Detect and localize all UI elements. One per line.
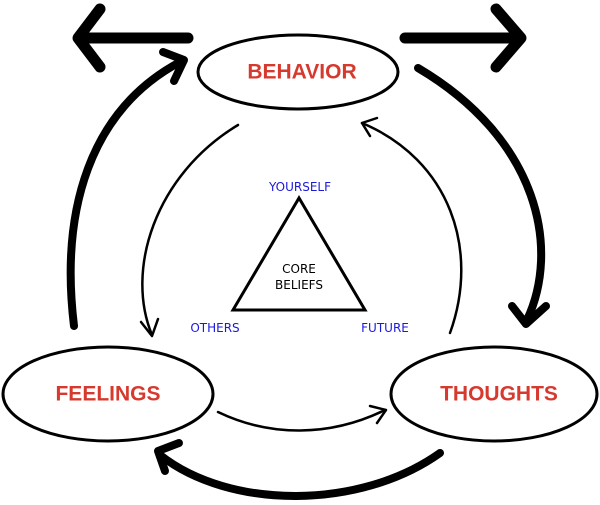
behavior-label: BEHAVIOR — [247, 61, 356, 84]
core-label-line1: CORE — [282, 262, 316, 276]
behavior-node: BEHAVIOR — [196, 33, 400, 111]
feelings-label: FEELINGS — [55, 383, 160, 406]
thoughts-node: THOUGHTS — [389, 345, 599, 443]
thoughts-label: THOUGHTS — [440, 383, 558, 406]
right-outward-arrow — [399, 3, 527, 73]
vertex-label-others: OTHERS — [190, 321, 239, 335]
core-label-line2: BELIEFS — [275, 278, 323, 292]
vertex-label-yourself: YOURSELF — [268, 180, 331, 194]
inner-arrow-feelings-to-thoughts — [216, 404, 388, 432]
vertex-label-future: FUTURE — [361, 321, 409, 335]
inner-arrow-thoughts-to-behavior — [360, 116, 463, 335]
left-outward-arrow — [72, 3, 194, 73]
core-beliefs-triangle: CORE BELIEFS — [230, 195, 368, 312]
outer-arrow-thoughts-to-feelings — [154, 439, 444, 500]
feelings-node: FEELINGS — [1, 345, 215, 443]
outer-arrow-behavior-to-thoughts — [414, 64, 550, 328]
outer-arrow-feelings-to-behavior — [66, 48, 188, 330]
inner-arrow-behavior-to-feelings — [139, 123, 240, 338]
